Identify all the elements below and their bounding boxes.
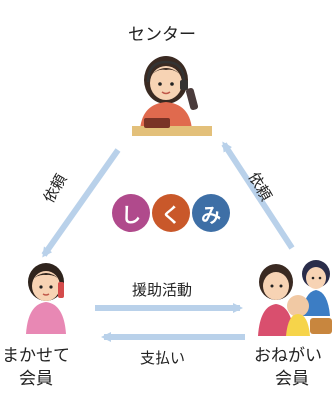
request-member-illustration bbox=[258, 260, 332, 336]
entrust-member-illustration bbox=[26, 263, 66, 334]
logo-char-shi: し bbox=[112, 194, 150, 232]
center-label: センター bbox=[128, 25, 196, 45]
entrust-member-label-line1: まかせて bbox=[2, 346, 70, 366]
request-member-label-line2: 会員 bbox=[275, 369, 309, 389]
logo-char-mi: み bbox=[192, 194, 230, 232]
entrust-member-label-line2: 会員 bbox=[19, 369, 53, 389]
request-member-label-line1: おねがい bbox=[254, 346, 322, 366]
logo-char-ku: く bbox=[152, 194, 190, 232]
shikumi-logo: し く み bbox=[112, 193, 236, 233]
arrow-center-to-entrust bbox=[41, 148, 121, 258]
arrow-request-to-center bbox=[221, 141, 295, 250]
payment-label: 支払い bbox=[140, 349, 186, 367]
center-staff-illustration bbox=[132, 56, 212, 136]
support-activity-label: 援助活動 bbox=[132, 281, 193, 299]
